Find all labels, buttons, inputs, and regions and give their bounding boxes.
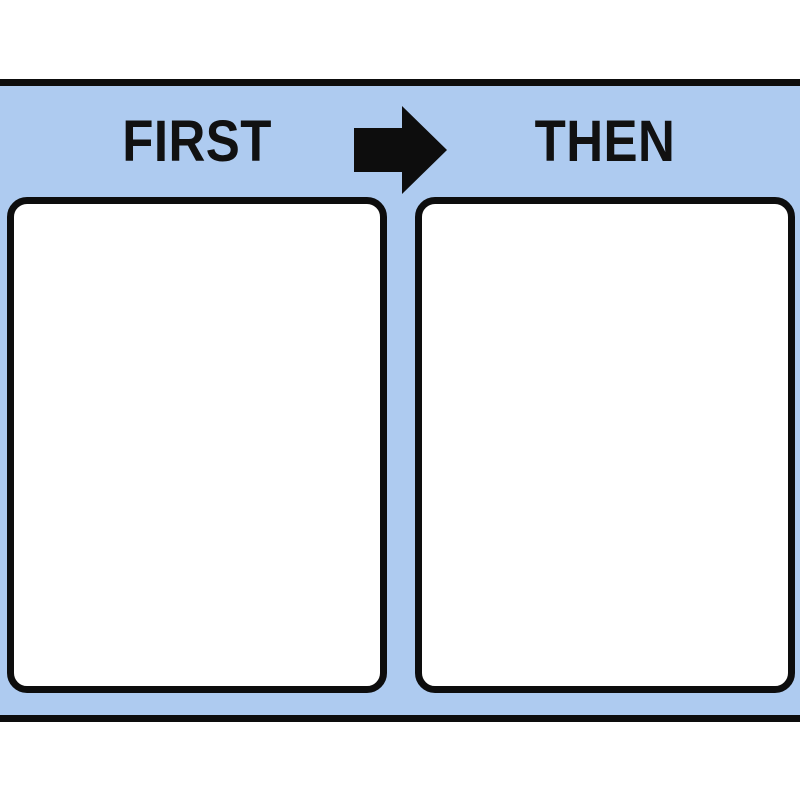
first-label: FIRST — [122, 109, 272, 174]
first-header: FIRST — [7, 86, 387, 197]
then-label: THEN — [534, 109, 676, 174]
then-panel[interactable] — [415, 197, 795, 693]
then-header: THEN — [415, 86, 795, 197]
arrow-right-icon — [354, 106, 447, 194]
first-panel[interactable] — [7, 197, 387, 693]
